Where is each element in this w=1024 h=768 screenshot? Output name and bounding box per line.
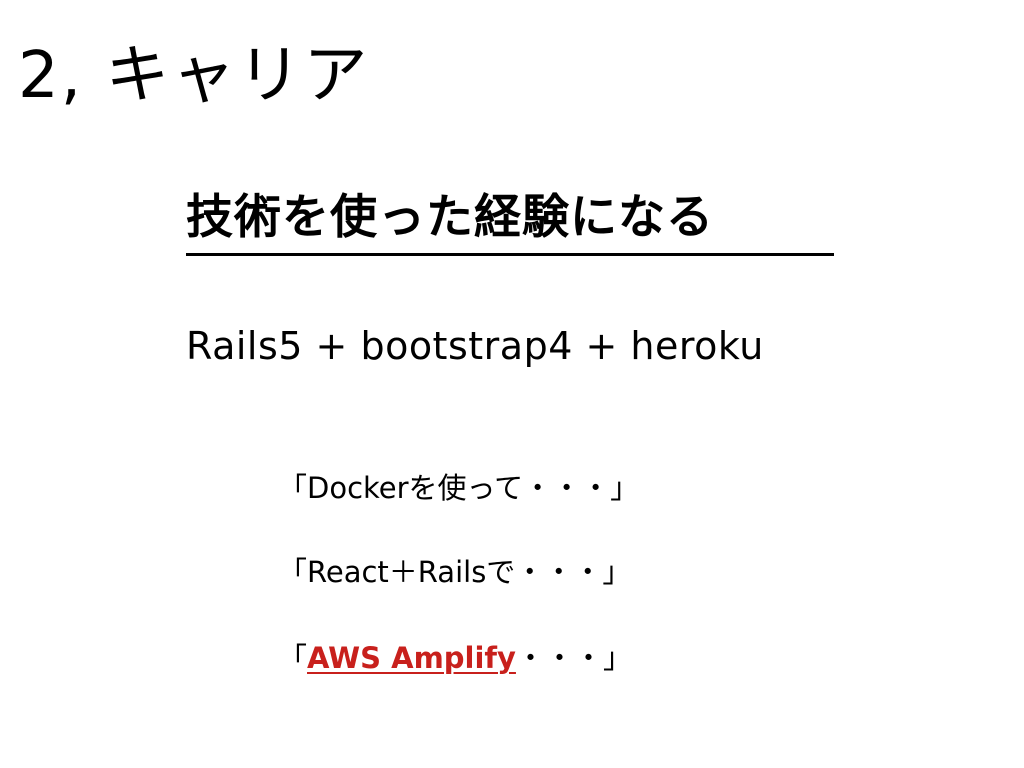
quote-open-bracket: 「 [278,471,308,505]
quote-docker: 「Dockerを使って・・・」 [278,466,639,510]
tech-stack-text: Rails5 + bootstrap4 + heroku [186,324,764,368]
quote-react-rails: 「React＋Railsで・・・」 [278,550,631,594]
quote-close-bracket: 」 [602,555,632,589]
quote-close-bracket: 」 [610,471,640,505]
quote-aws-amplify: 「AWS Amplify・・・」 [278,636,632,680]
highlighted-keyword: AWS Amplify [307,641,516,675]
quote-close-bracket: 」 [602,641,632,675]
quote-text: Dockerを使って・・・ [307,471,611,505]
quote-text: React＋Railsで・・・ [307,555,603,589]
subtitle-underline [186,253,834,256]
slide-title: 2, キャリア [18,39,370,113]
quote-open-bracket: 「 [278,641,308,675]
slide-subtitle: 技術を使った経験になる [186,190,714,245]
quote-text: ・・・ [515,641,603,675]
quote-open-bracket: 「 [278,555,308,589]
